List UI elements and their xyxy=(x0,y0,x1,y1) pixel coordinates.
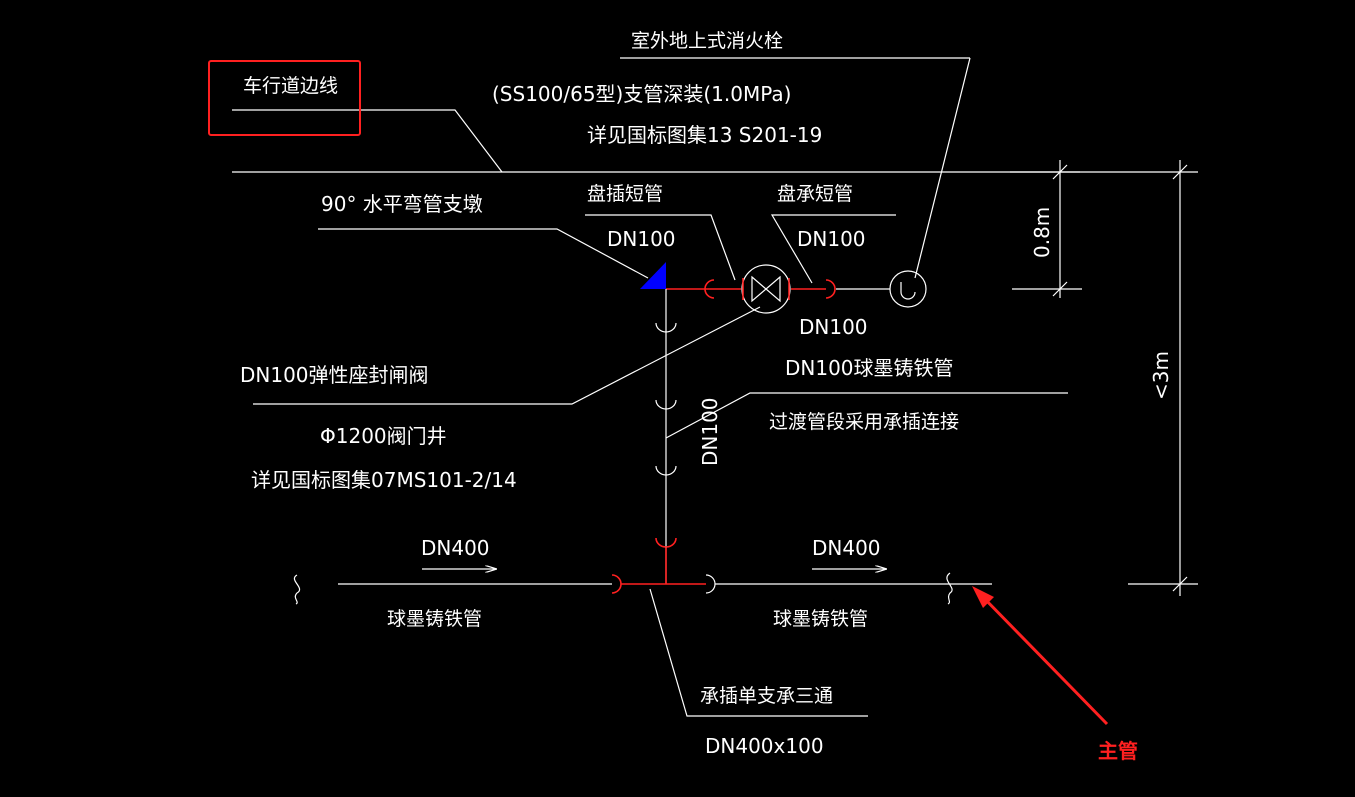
tee-leader xyxy=(649,588,868,717)
flange-socket-label: 盘承短管 xyxy=(777,183,853,205)
socket-joint-icon xyxy=(705,574,716,594)
flange-spigot-leader xyxy=(585,214,736,281)
hydrant-leader xyxy=(914,57,971,279)
gate-valve-leader xyxy=(253,306,761,405)
main-left-size: DN400 xyxy=(421,536,490,560)
break-symbol-left xyxy=(293,574,301,605)
hydrant-ref: 详见国标图集13 S201-19 xyxy=(587,123,822,147)
annotation-arrow-line xyxy=(978,592,1109,726)
dim-distance-text: <3m xyxy=(1149,351,1173,400)
elbow-support-block xyxy=(640,262,666,289)
elbow-support-leader xyxy=(318,228,649,279)
annotation-arrow-head xyxy=(972,586,994,608)
socket-joint-icon xyxy=(825,279,836,299)
dim-tick xyxy=(1172,576,1188,592)
valve-well-ref: 详见国标图集07MS101-2/14 xyxy=(251,468,517,492)
main-right-material: 球墨铸铁管 xyxy=(773,608,868,630)
tee-size: DN400x100 xyxy=(705,734,824,758)
road-edge-highlight-box xyxy=(208,60,361,136)
socket-joint-icon xyxy=(655,322,677,333)
branch-material-label: DN100球墨铸铁管 xyxy=(785,356,954,380)
hydrant-title: 室外地上式消火栓 xyxy=(631,30,783,52)
vertical-branch-size: DN100 xyxy=(698,397,722,466)
socket-joint-icon xyxy=(611,574,622,594)
elbow-support-label: 90° 水平弯管支墩 xyxy=(321,192,483,216)
dim-depth-text: 0.8m xyxy=(1030,207,1054,258)
flange-spigot-size: DN100 xyxy=(607,227,676,251)
gate-valve-label: DN100弹性座封闸阀 xyxy=(240,363,429,387)
dim-tick xyxy=(1052,164,1068,180)
hydrant-model: (SS100/65型)支管深装(1.0MPa) xyxy=(492,82,791,106)
valve-size-below: DN100 xyxy=(799,315,868,339)
break-symbol-right xyxy=(946,572,953,605)
socket-joint-icon xyxy=(704,279,715,299)
dim-tick xyxy=(1172,164,1188,180)
flange-socket-size: DN100 xyxy=(797,227,866,251)
flange-socket-leader xyxy=(770,214,896,284)
main-right-size: DN400 xyxy=(812,536,881,560)
flange-spigot-label: 盘插短管 xyxy=(587,183,663,205)
gate-valve-icon xyxy=(741,264,791,314)
branch-material-leader xyxy=(665,392,1068,439)
annotation-main-pipe: 主管 xyxy=(1098,739,1138,763)
road-edge-leader xyxy=(232,109,503,173)
hydrant-icon xyxy=(889,270,927,308)
road-edge-label: 车行道边线 xyxy=(243,75,338,97)
dim-tick xyxy=(1052,281,1068,297)
socket-joint-icon xyxy=(655,537,677,548)
transition-note: 过渡管段采用承插连接 xyxy=(769,411,959,433)
socket-joint-icon xyxy=(655,399,677,410)
valve-well-label: Φ1200阀门井 xyxy=(320,424,447,448)
tee-name: 承插单支承三通 xyxy=(700,685,833,707)
socket-joint-icon xyxy=(655,465,677,476)
main-left-material: 球墨铸铁管 xyxy=(387,608,482,630)
